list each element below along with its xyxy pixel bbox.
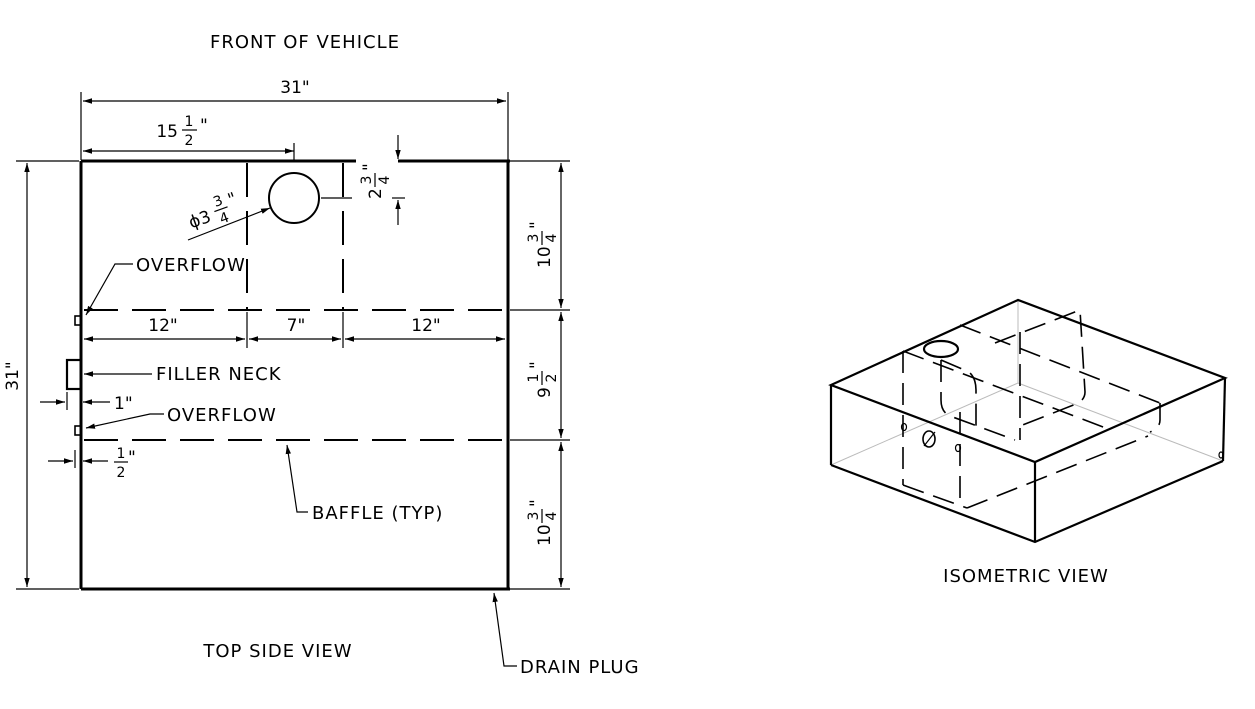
iso-overflow-left <box>900 422 908 432</box>
hole-top-den: 4 <box>377 175 393 184</box>
right-top-den: 4 <box>544 233 560 242</box>
half-inch-num: 1 <box>117 446 126 462</box>
hole-offset-num: 1 <box>185 114 194 130</box>
filler-neck-label: FILLER NECK <box>156 364 282 385</box>
iso-front-fittings <box>900 422 1224 459</box>
tank-outline <box>79 159 510 591</box>
overflow-fitting-top <box>74 315 82 326</box>
filler-hole <box>268 172 320 224</box>
half-inch-den: 2 <box>117 465 126 481</box>
overall-height-dimension: 31" <box>3 160 79 590</box>
hole-offset-den: 2 <box>185 133 194 149</box>
isometric-view: ISOMETRIC VIEW <box>828 298 1228 587</box>
half-inch-dimension: 1 2 " <box>48 446 136 481</box>
hole-dia-prefix: ϕ3 <box>186 207 214 233</box>
segment-mid-text: 7" <box>287 316 306 336</box>
segment-dimensions: 12" 7" 12" <box>84 312 505 348</box>
right-mid-whole: 9 <box>535 387 555 398</box>
right-top-unit: " <box>527 221 547 229</box>
baffle-callout: BAFFLE (TYP) <box>285 444 443 524</box>
iso-overflow-right <box>954 443 962 453</box>
iso-drain-plug <box>1218 451 1224 459</box>
hole-offset-unit: " <box>200 116 208 136</box>
filler-neck-fitting <box>65 358 83 391</box>
hole-dia-den: 4 <box>217 210 231 228</box>
overflow-bottom-label: OVERFLOW <box>167 405 277 426</box>
front-of-vehicle-label: FRONT OF VEHICLE <box>210 32 400 53</box>
right-bot-unit: " <box>527 499 547 507</box>
right-mid-num: 1 <box>526 374 542 383</box>
iso-box <box>828 298 1228 544</box>
filler-neck-callout: FILLER NECK <box>84 364 282 385</box>
one-inch-text: 1" <box>114 394 133 414</box>
overall-width-text: 31" <box>280 78 309 98</box>
iso-filler-neck <box>922 430 936 448</box>
drain-plug-callout: DRAIN PLUG <box>492 592 640 678</box>
hole-offset-dimension: 15 1 2 " <box>83 114 295 160</box>
segment-left-text: 12" <box>148 316 177 336</box>
top-side-view: FRONT OF VEHICLE 31" 15 1 2 " <box>3 32 640 678</box>
baffles <box>84 163 508 441</box>
segment-right-text: 12" <box>411 316 440 336</box>
right-dimensions: 10 3 4 " 9 1 2 " 10 3 4 " <box>510 160 570 590</box>
overflow-bottom-callout: OVERFLOW <box>85 405 277 429</box>
right-top-whole: 10 <box>535 246 555 268</box>
right-top-num: 3 <box>526 234 542 243</box>
left-wall-fittings <box>65 315 83 436</box>
isometric-view-label: ISOMETRIC VIEW <box>943 566 1109 587</box>
overall-width-dimension: 31" <box>80 78 509 160</box>
hole-diameter-dimension: ϕ3 3 4 " <box>186 189 271 241</box>
overall-height-text: 31" <box>3 361 23 390</box>
iso-baffles <box>902 308 1161 509</box>
hole-top-dimension: 2 3 4 " <box>359 135 405 225</box>
right-bot-num: 3 <box>526 512 542 521</box>
one-inch-dimension: 1" <box>40 392 133 414</box>
top-side-view-label: TOP SIDE VIEW <box>202 641 352 662</box>
iso-filler-hole <box>922 339 960 359</box>
hole-top-whole: 2 <box>366 188 386 199</box>
right-bot-whole: 10 <box>535 524 555 546</box>
hole-offset-whole: 15 <box>156 122 178 142</box>
hole-top-unit: " <box>360 163 380 171</box>
overflow-top-label: OVERFLOW <box>136 255 246 276</box>
baffle-label: BAFFLE (TYP) <box>312 503 443 524</box>
overflow-fitting-bottom <box>74 425 82 436</box>
half-inch-unit: " <box>128 448 136 468</box>
right-mid-den: 2 <box>544 374 560 383</box>
right-mid-unit: " <box>527 361 547 369</box>
iso-hidden-edges <box>830 300 1224 466</box>
right-bot-den: 4 <box>544 511 560 520</box>
overflow-top-callout: OVERFLOW <box>85 255 246 316</box>
drain-plug-label: DRAIN PLUG <box>520 657 640 678</box>
hole-top-num: 3 <box>359 176 375 185</box>
